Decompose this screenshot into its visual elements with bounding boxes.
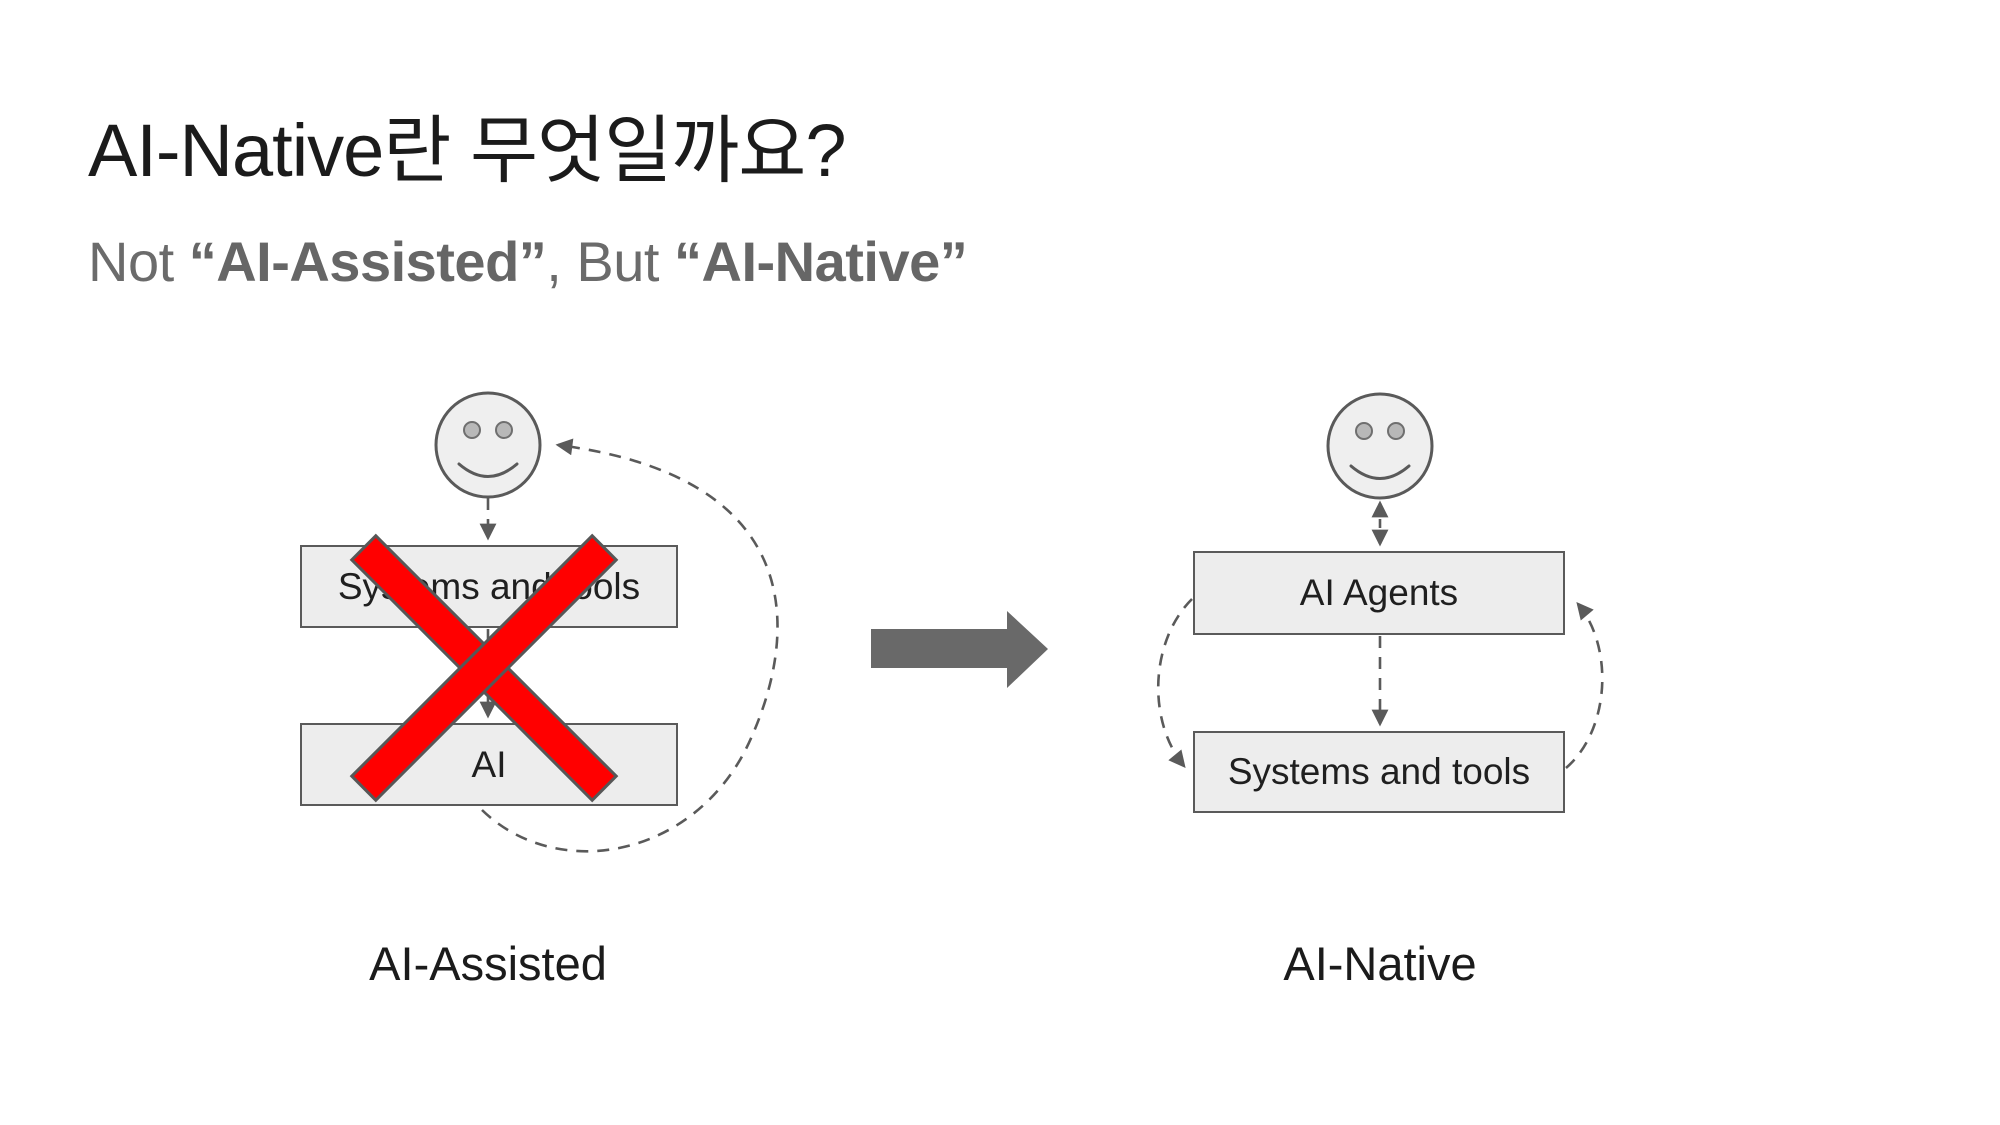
left-ai-box: AI — [300, 723, 678, 806]
left-diagram-caption: AI-Assisted — [369, 937, 607, 990]
eye-icon — [1387, 422, 1405, 440]
eye-icon — [495, 421, 513, 439]
smile-icon — [1349, 464, 1411, 480]
right-diagram-caption: AI-Native — [1283, 937, 1477, 990]
subtitle-ai-native-text: “AI-Native” — [674, 230, 968, 293]
left-systems-and-tools-box: Systems and tools — [300, 545, 678, 628]
page-subtitle: Not “AI-Assisted”, But “AI-Native” — [88, 230, 968, 294]
page-title: AI-Native란 무엇일까요? — [88, 109, 847, 192]
left-ai-label: AI — [471, 743, 507, 785]
smiley-face-icon — [434, 391, 542, 499]
right-arrow-icon — [871, 611, 1048, 688]
right-systems-and-tools-box: Systems and tools — [1193, 731, 1565, 813]
eye-icon — [463, 421, 481, 439]
right-ai-agents-box: AI Agents — [1193, 551, 1565, 635]
right-systems-and-tools-label: Systems and tools — [1227, 751, 1531, 792]
subtitle-ai-assisted-text: “AI-Assisted” — [188, 230, 547, 293]
subtitle-but-text: , But — [546, 230, 675, 293]
right-ai-agents-label: AI Agents — [1299, 572, 1459, 613]
subtitle-not-text: Not — [88, 230, 189, 293]
eye-icon — [1355, 422, 1373, 440]
left-systems-and-tools-label: Systems and tools — [337, 565, 641, 607]
agents-systems-left-loop-arrow — [1156, 598, 1193, 768]
smiley-face-icon — [1326, 392, 1434, 500]
smile-icon — [457, 462, 519, 478]
systems-agents-right-loop-arrow — [1565, 602, 1604, 769]
